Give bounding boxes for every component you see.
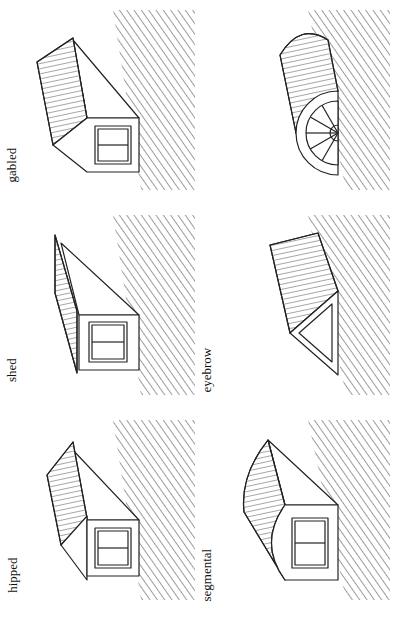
dormer-label: eyebrow bbox=[200, 348, 214, 393]
round-dormer bbox=[280, 10, 390, 190]
hipped-dormer bbox=[47, 420, 195, 600]
dormer-label: hipped bbox=[5, 557, 19, 592]
dormer-label: segmental bbox=[200, 549, 214, 602]
dormer-label: gabled bbox=[5, 148, 19, 183]
dormer-label: shed bbox=[5, 358, 19, 382]
shed-dormer bbox=[55, 215, 195, 395]
gabled-dormer bbox=[37, 10, 195, 190]
eyebrow-dormer bbox=[270, 215, 390, 395]
segmental-dormer bbox=[244, 420, 391, 600]
